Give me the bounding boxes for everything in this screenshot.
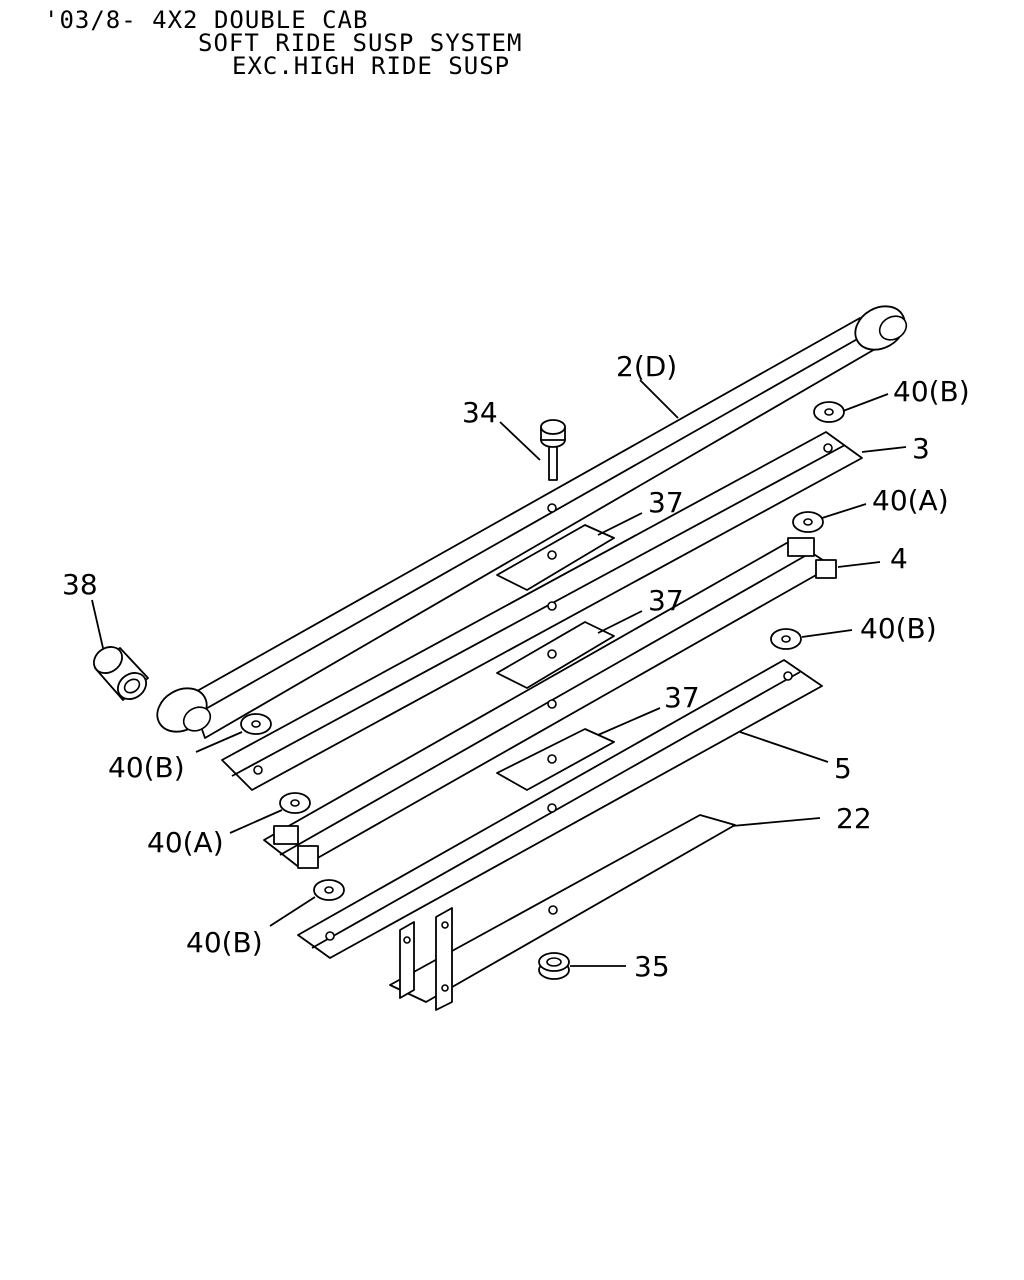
callout-4: 4 (890, 542, 908, 575)
header-line-2: SOFT RIDE SUSP SYSTEM (198, 29, 523, 57)
leaf-3 (221, 431, 863, 791)
washer-40a-top (792, 511, 824, 533)
callout-3: 3 (912, 432, 930, 465)
nut-35 (538, 952, 570, 980)
callout-38: 38 (62, 568, 98, 601)
header-line-1: '03/8- 4X2 DOUBLE CAB (44, 6, 369, 34)
callout-40a-top: 40(A) (872, 484, 949, 517)
callout-37-middle: 37 (648, 584, 684, 617)
bushing-38 (93, 646, 149, 701)
washer-40b-top (813, 401, 845, 423)
callout-40b-mid: 40(B) (860, 612, 937, 645)
center-bolt-34 (540, 419, 566, 481)
washer-40a-left (279, 792, 311, 814)
washer-40b-bottom (313, 879, 345, 901)
callout-35: 35 (634, 950, 670, 983)
callout-40b-bottom: 40(B) (186, 926, 263, 959)
liner-37-middle-hole (547, 649, 557, 659)
spring-seat-22 (389, 814, 736, 1011)
washer-40b-mid (770, 628, 802, 650)
leaf-4 (263, 537, 837, 869)
liner-37-upper-hole (547, 550, 557, 560)
callout-5: 5 (834, 752, 852, 785)
callout-22: 22 (836, 802, 872, 835)
callout-2d: 2(D) (616, 350, 677, 383)
diagram-header: '03/8- 4X2 DOUBLE CAB SOFT RIDE SUSP SYS… (0, 0, 1024, 90)
liner-37-lower-hole (547, 754, 557, 764)
callout-40b-left: 40(B) (108, 751, 185, 784)
callout-37-lower: 37 (664, 681, 700, 714)
main-leaf-2d (156, 305, 908, 739)
callout-37-upper: 37 (648, 486, 684, 519)
leader-lines (91, 379, 907, 967)
header-line-3: EXC.HIGH RIDE SUSP (232, 52, 511, 80)
callout-40b-top: 40(B) (893, 375, 970, 408)
callout-34: 34 (462, 396, 498, 429)
callout-40a-left: 40(A) (147, 826, 224, 859)
washer-40b-left (240, 713, 272, 735)
leaf-5 (297, 659, 823, 959)
